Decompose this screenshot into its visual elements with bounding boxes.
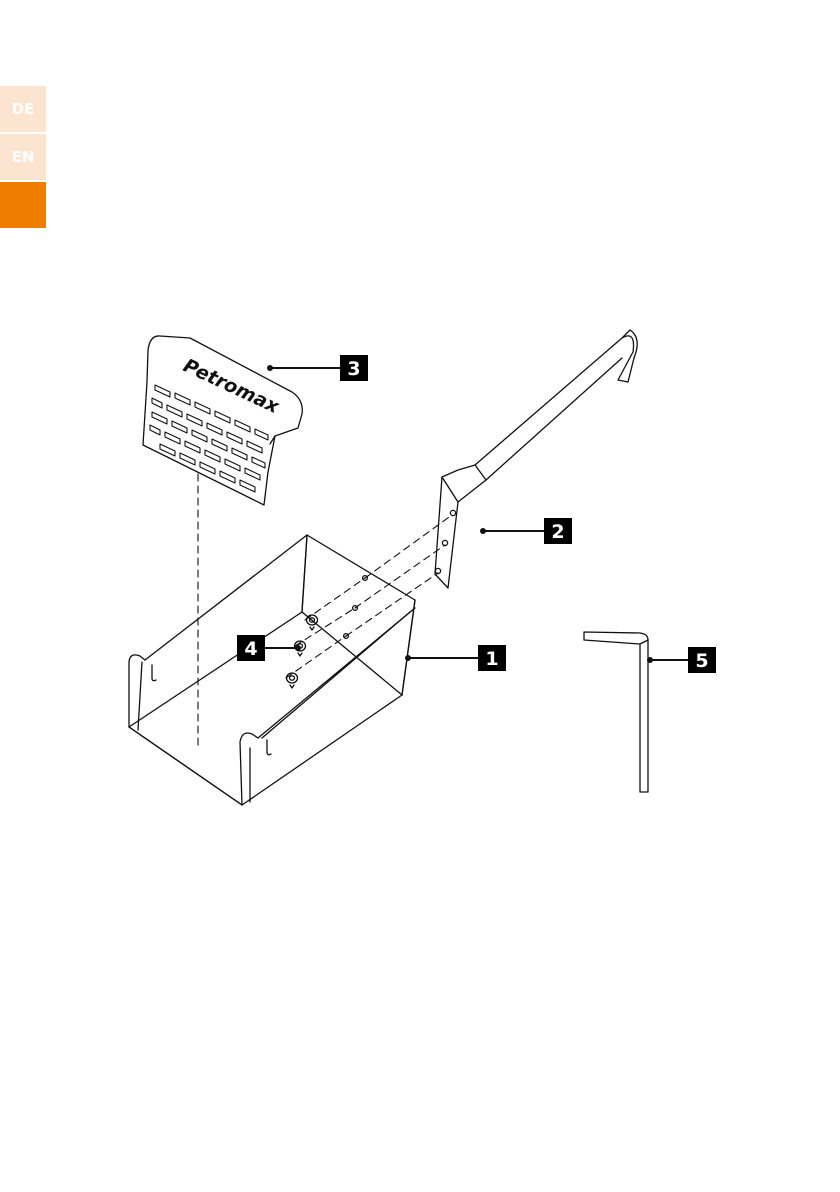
- callout-2-number: 2: [551, 521, 564, 543]
- callout-1-number: 1: [485, 648, 498, 670]
- callout-3-number: 3: [347, 358, 360, 380]
- callout-1: 1: [478, 645, 506, 671]
- callout-4: 4: [237, 635, 265, 661]
- grate-cover-drawing: [143, 336, 302, 505]
- callout-5-number: 5: [695, 650, 708, 672]
- callout-3: 3: [340, 355, 368, 381]
- callout-5: 5: [688, 647, 716, 673]
- callout-2: 2: [544, 518, 572, 544]
- hex-key-drawing: [584, 632, 648, 792]
- callout-4-number: 4: [244, 638, 257, 660]
- base-tray-drawing: [129, 535, 415, 805]
- handle-drawing: [435, 330, 637, 588]
